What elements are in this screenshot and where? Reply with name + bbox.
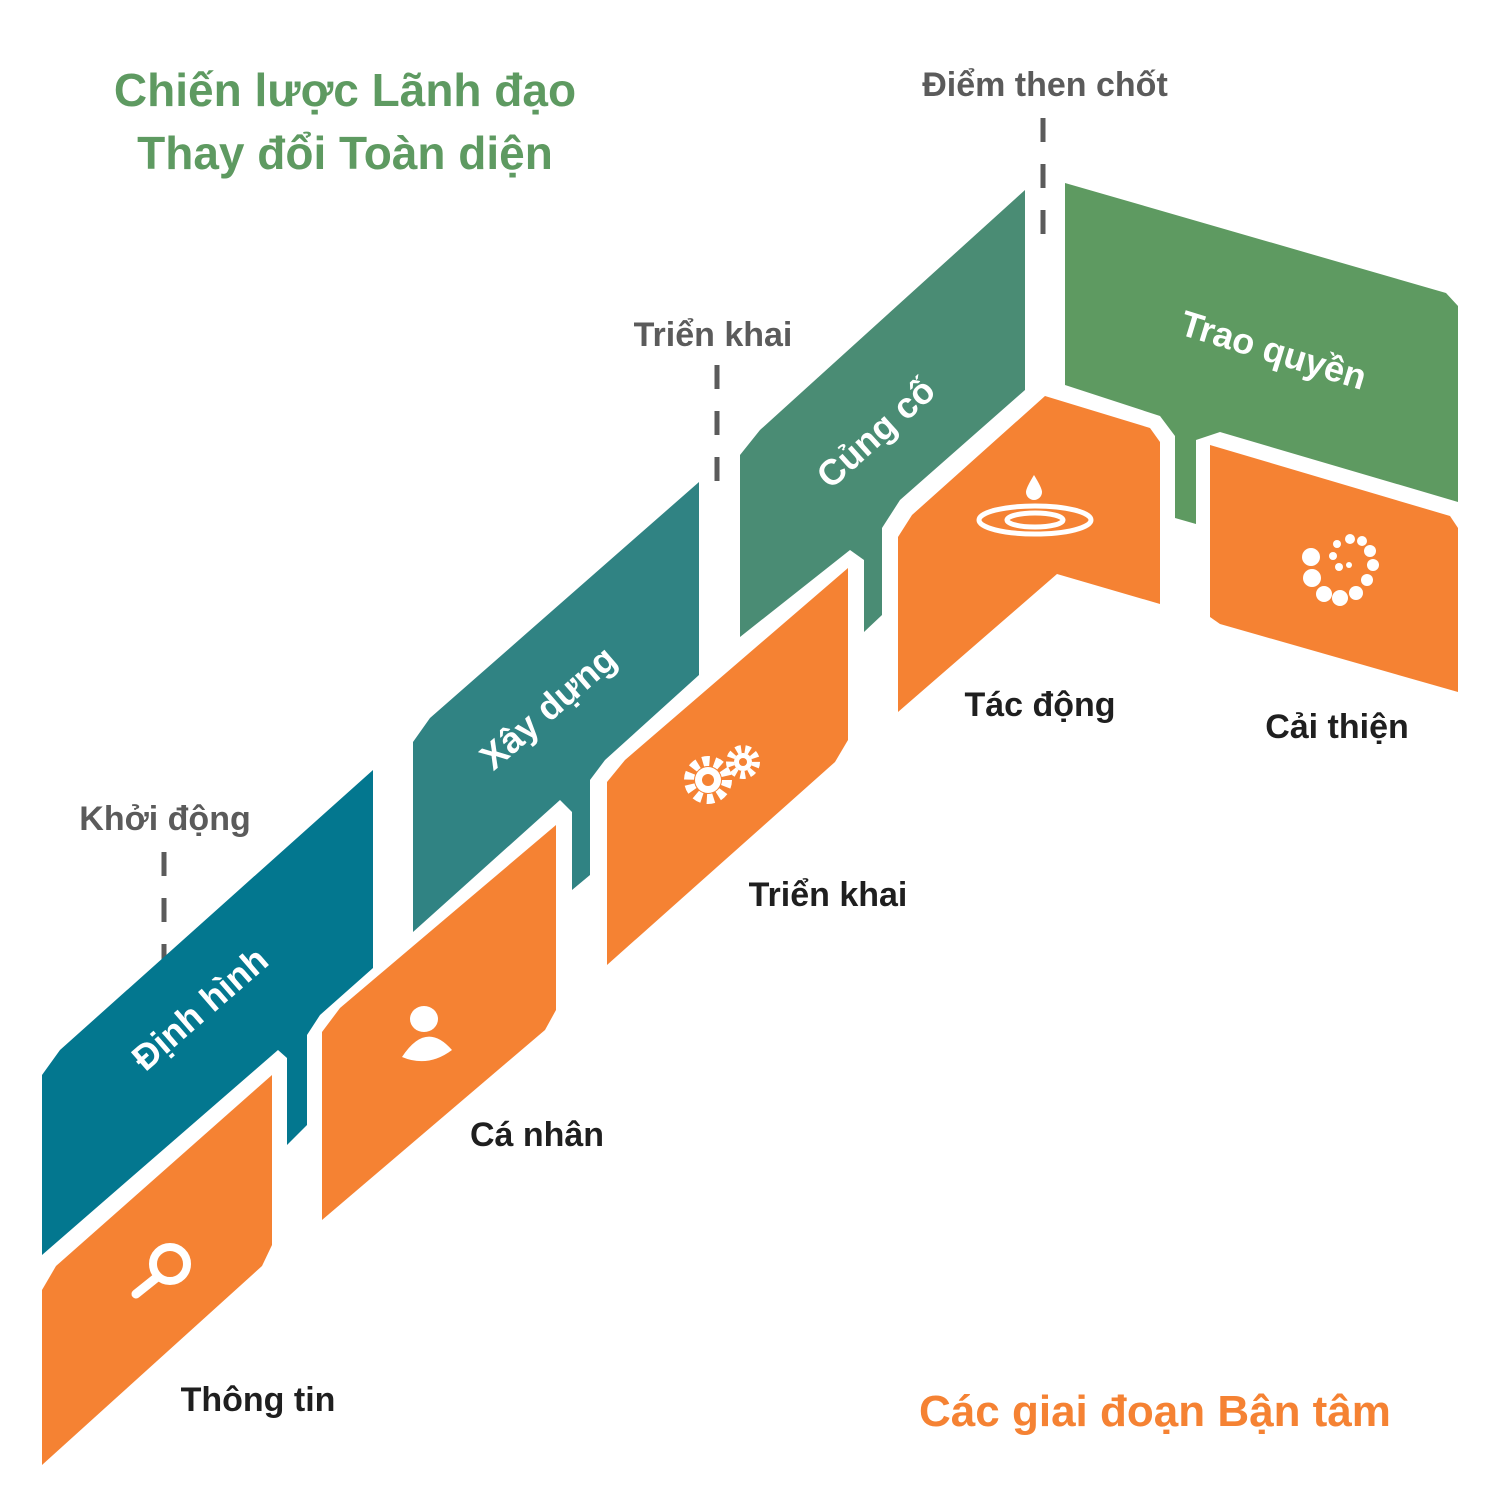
milestone-label: Khởi động: [79, 800, 250, 838]
concern-label: Triển khai: [749, 876, 908, 914]
magnifier-icon: [131, 1243, 191, 1299]
stage-band-xay-dung: [413, 482, 699, 932]
concern-panel-cai-thien: [1210, 445, 1458, 692]
concern-panel-ca-nhan: [322, 825, 556, 1220]
panel-shape: [322, 825, 556, 1220]
concern-label: Thông tin: [181, 1381, 336, 1419]
concern-label: Cải thiện: [1265, 708, 1409, 746]
title-line-2: Thay đổi Toàn diện: [137, 127, 553, 179]
milestone-diem-then-chot: Điểm then chốt: [922, 66, 1168, 248]
title-line-1: Chiến lược Lãnh đạo: [114, 64, 576, 116]
water-drop-ripple-icon: [976, 475, 1094, 537]
concern-panel-thong-tin: [42, 1075, 272, 1465]
gears-icon: [684, 745, 760, 804]
dot-spiral-icon: [1302, 534, 1379, 606]
concern-panel-trien-khai: [607, 568, 848, 965]
concern-label: Cá nhân: [470, 1116, 604, 1154]
milestone-label: Triển khai: [634, 316, 793, 354]
concern-label: Tác động: [964, 686, 1115, 724]
milestone-trien-khai: Triển khai: [634, 316, 793, 495]
stage-band-trao-quyen: [1065, 183, 1458, 524]
panel-shape: [1210, 445, 1458, 692]
stage-band-dinh-hinh: [42, 770, 373, 1255]
stage-band-cung-co: [740, 190, 1025, 637]
milestone-label: Điểm then chốt: [922, 66, 1168, 104]
person-icon: [402, 1006, 452, 1062]
concern-panel-tac-dong: [898, 396, 1160, 712]
footer-caption: Các giai đoạn Bận tâm: [919, 1387, 1391, 1436]
panel-shape: [898, 396, 1160, 712]
